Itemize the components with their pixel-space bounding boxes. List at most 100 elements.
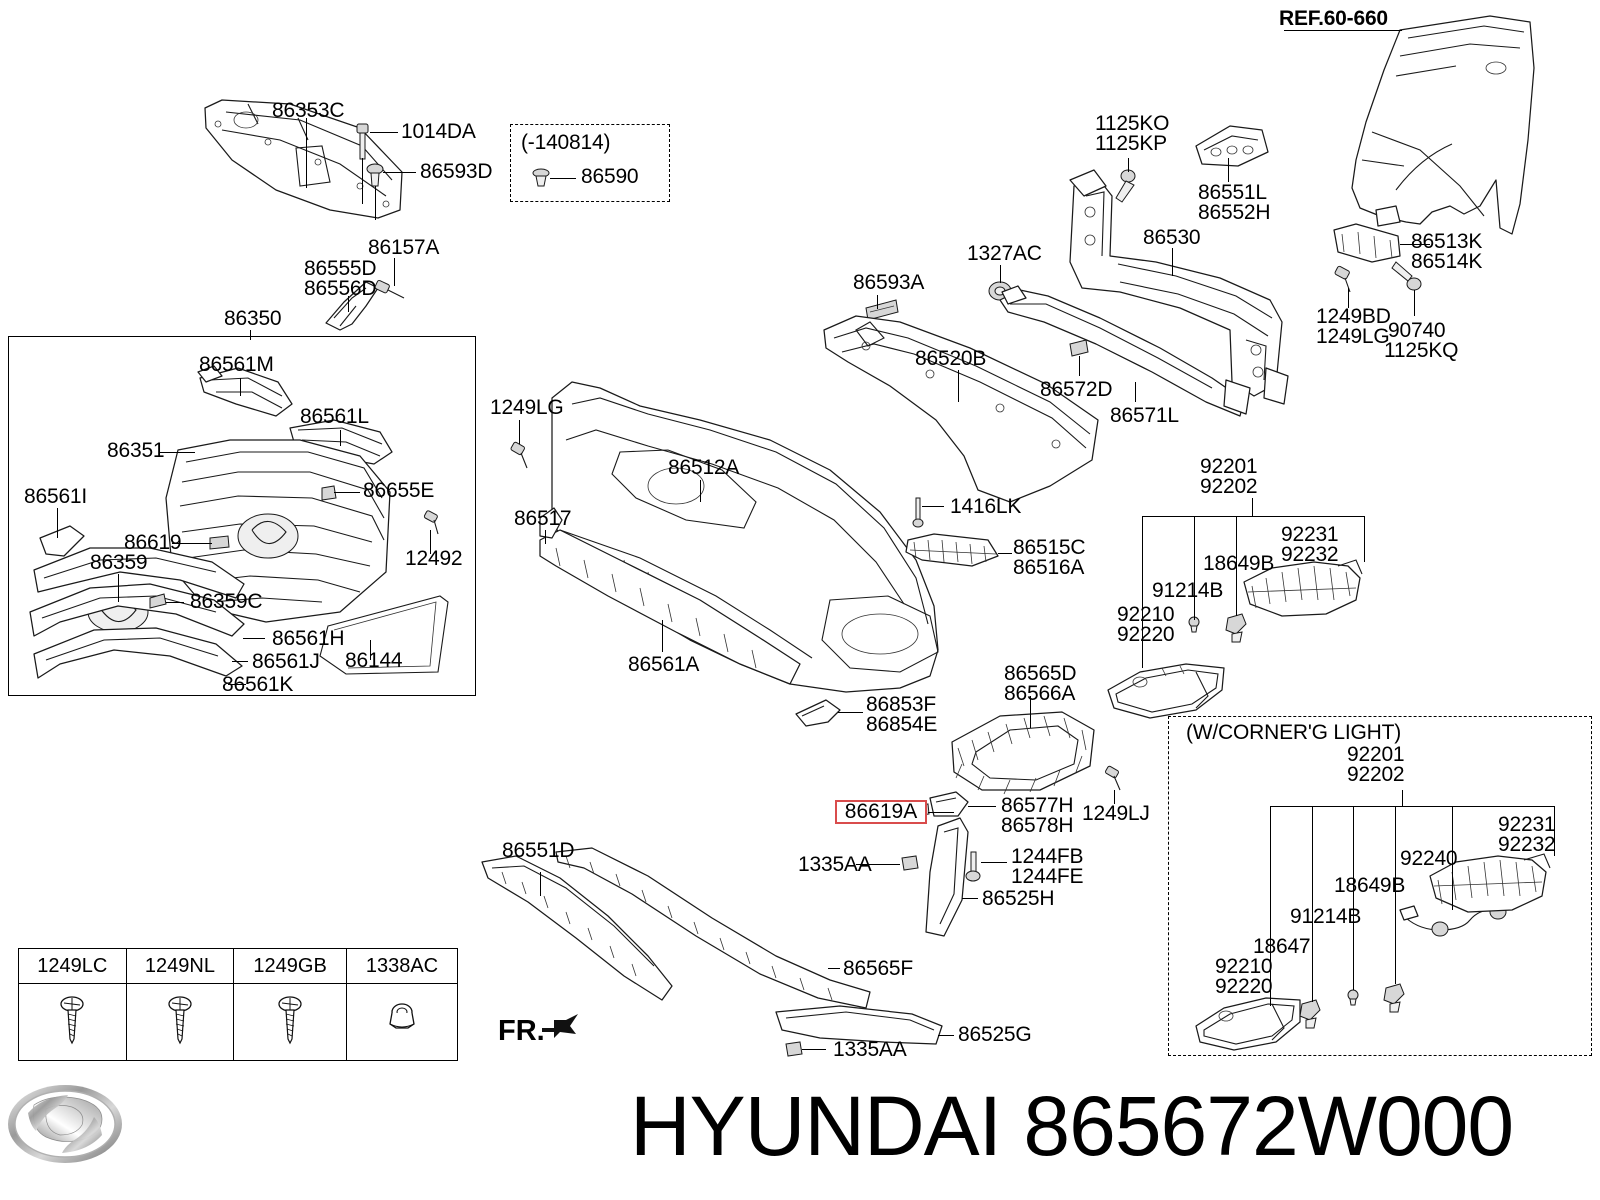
label-86551D: 86551D [502, 839, 575, 862]
label-1125KP: 1125KP [1095, 132, 1167, 155]
part-shape-86572D [1069, 339, 1089, 357]
label-86593A: 86593A [853, 271, 925, 294]
leader-1244FB [981, 862, 1007, 863]
label-ref60660: REF.60-660 [1279, 7, 1388, 30]
bracket-92201-t4 [1364, 516, 1365, 562]
label-86157A: 86157A [368, 236, 440, 259]
screw-icon [168, 996, 192, 1045]
bracket-corner-t4 [1395, 806, 1396, 984]
bracket-corner-bar [1270, 806, 1554, 807]
label-92232: 92232 [1281, 543, 1339, 566]
leader-86561M [240, 378, 241, 396]
label-corner-92232: 92232 [1498, 833, 1556, 856]
label-corner-18649B: 18649B [1334, 874, 1406, 897]
label-86565D: 86565D [1004, 662, 1077, 685]
footer-part-number: HYUNDAI 865672W000 [630, 1079, 1514, 1173]
label-1416LK: 1416LK [950, 495, 1022, 518]
leader-1249BD [1348, 288, 1349, 308]
label-86556D: 86556D [304, 277, 377, 300]
label-86530: 86530 [1143, 226, 1201, 249]
label-1125KQ: 1125KQ [1384, 339, 1459, 362]
front-direction-label: FR. [498, 1015, 545, 1047]
fastener-cell-1 [125, 983, 235, 1061]
fastener-header-2: 1249GB [233, 948, 347, 984]
part-shape-86520B [823, 315, 1099, 503]
part-shape-86551L [1195, 125, 1269, 167]
bracket-corner-t2 [1312, 806, 1313, 1002]
part-shape-86525H [925, 817, 969, 937]
label-86561M: 86561M [199, 353, 274, 376]
part-shape-1014DA [356, 123, 369, 160]
leader-86517 [545, 530, 546, 544]
leader-1125KO [1128, 158, 1129, 172]
leader-1327AC [1000, 265, 1001, 283]
fastener-header-row: 1249LC 1249NL 1249GB 1338AC [18, 948, 459, 984]
label-1335AA-upper: 1335AA [798, 853, 872, 876]
leader-86351 [160, 452, 195, 453]
leader-12492 [430, 530, 431, 554]
leader-1249LG [519, 420, 520, 444]
label-90740: 90740 [1388, 319, 1446, 342]
part-shape-86515C [905, 533, 999, 567]
label-91214B: 91214B [1152, 579, 1224, 602]
label-86515C: 86515C [1013, 536, 1086, 559]
screw-icon [60, 996, 84, 1045]
leader-86144 [370, 640, 371, 660]
bracket-92201-t3 [1236, 516, 1237, 616]
label-86350: 86350 [224, 307, 282, 330]
label-86517: 86517 [514, 507, 572, 530]
label-86619: 86619 [124, 531, 182, 554]
nut-icon [389, 1003, 415, 1029]
label-86555D: 86555D [304, 257, 377, 280]
label-86353C: 86353C [272, 99, 345, 122]
leader-86593D [383, 172, 416, 173]
leader-1335AA-lower [802, 1049, 826, 1050]
part-shape-1125KO [1115, 169, 1136, 203]
leader-86577H [968, 806, 996, 807]
leader-86530 [1172, 248, 1173, 276]
label-86593D: 86593D [420, 160, 493, 183]
label-1244FB: 1244FB [1011, 845, 1084, 868]
label-86513K: 86513K [1411, 230, 1483, 253]
bracket-92201-bar [1142, 516, 1364, 517]
leader-86555D [348, 296, 349, 312]
leader-86561K [228, 684, 246, 685]
leader-86551D [540, 872, 541, 896]
label-corner-92220: 92220 [1215, 975, 1273, 998]
leader-86520B [958, 370, 959, 402]
leader-90740 [1414, 290, 1415, 316]
highlighted-part-86619A[interactable]: 86619A [835, 800, 927, 824]
part-shape-1249LJ [1105, 765, 1121, 791]
fastener-icon-row [18, 983, 459, 1061]
label-86561A: 86561A [628, 653, 700, 676]
label-1249LG-right: 1249LG [1316, 325, 1390, 348]
label-92210: 92210 [1117, 603, 1175, 626]
label-86561K: 86561K [222, 673, 294, 696]
corner-light-box [1168, 716, 1592, 1056]
part-shape-86571L [999, 285, 1251, 417]
label-corner-18647: 18647 [1253, 935, 1311, 958]
leader-86513K [1400, 244, 1430, 245]
label-86561H: 86561H [272, 627, 345, 650]
label-86566A: 86566A [1004, 682, 1076, 705]
label-1249LJ: 1249LJ [1082, 802, 1150, 825]
leader-86565D [1030, 696, 1031, 728]
part-shape-1416LK [912, 497, 924, 528]
label-1335AA-lower: 1335AA [833, 1038, 907, 1061]
fastener-cell-2 [233, 983, 347, 1061]
label-86853F: 86853F [866, 693, 937, 716]
part-shape-1249LG [510, 441, 528, 469]
bracket-corner-t6 [1554, 806, 1555, 856]
label-86561I: 86561I [24, 485, 88, 508]
part-shape-86565D [951, 711, 1095, 795]
label-86577H: 86577H [1001, 794, 1074, 817]
part-shape-fender [1351, 15, 1535, 235]
label-92201: 92201 [1200, 455, 1258, 478]
part-shape-86853F [795, 699, 841, 727]
leader-86590 [550, 178, 576, 179]
label-86144: 86144 [345, 649, 403, 672]
fastener-header-1: 1249NL [125, 948, 235, 984]
label-86359C: 86359C [190, 590, 263, 613]
leader-86359 [118, 574, 119, 602]
